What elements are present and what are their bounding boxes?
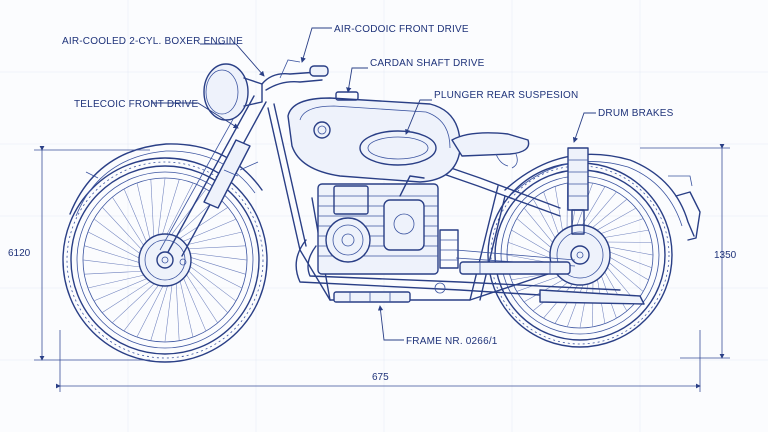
wheel-spoke	[605, 250, 652, 269]
footrest	[333, 282, 446, 303]
wheel-spoke	[87, 231, 144, 261]
wheel-spoke	[178, 276, 194, 338]
wheel-spoke	[605, 254, 649, 281]
handlebar	[261, 59, 329, 91]
dimension-left	[34, 146, 150, 361]
wheel-spoke	[185, 267, 228, 313]
wheel-spoke	[150, 281, 170, 341]
wheel-spoke	[516, 218, 555, 251]
label-front-drive: AIR-CODOIC FRONT DRIVE	[334, 24, 469, 35]
wheel-spoke	[186, 259, 243, 289]
wheel-spoke	[596, 218, 644, 236]
wheel-spoke	[181, 274, 207, 332]
label-frame: FRAME NR. 0266/1	[406, 336, 498, 347]
saddle	[451, 132, 530, 169]
label-telescopic: TELECOIC FRONT DRIVE	[74, 99, 199, 110]
wheel-spoke	[93, 218, 144, 257]
wheel-spoke	[112, 196, 147, 250]
wheel-spoke	[186, 255, 246, 275]
cardan-shaft	[459, 261, 571, 275]
wheel-spoke	[516, 274, 564, 292]
wheel-spoke	[150, 179, 155, 241]
wheel-spoke	[136, 182, 152, 244]
wheel-spoke	[511, 229, 555, 256]
headlight	[203, 63, 263, 121]
wheel-spoke	[584, 191, 617, 230]
wheel-spoke	[184, 245, 246, 250]
wheel-spoke	[181, 231, 243, 247]
label-engine: AIR-COOLED 2-CYL. BOXER ENGINE	[62, 36, 243, 47]
wheel-spoke	[84, 270, 146, 275]
wheel-spoke	[599, 229, 649, 239]
wheel-spoke	[588, 198, 628, 231]
dimension-bottom	[56, 330, 701, 392]
wheel-spoke	[543, 191, 561, 239]
wheel-spoke	[592, 207, 637, 233]
leader-lines	[152, 27, 596, 341]
plunger-suspension	[567, 147, 589, 235]
exhaust-pipe	[295, 239, 645, 305]
wheel-spoke	[508, 241, 555, 260]
wheel-spoke	[579, 279, 590, 329]
telescopic-fork	[159, 95, 267, 257]
wheel-spoke	[175, 207, 229, 242]
wheel-spoke	[186, 263, 237, 302]
label-cardan: CARDAN SHAFT DRIVE	[370, 58, 485, 69]
boxer-engine	[317, 175, 459, 275]
wheel-spoke	[123, 188, 149, 246]
wheel-spoke	[102, 207, 145, 253]
wheel-spoke	[179, 218, 237, 244]
rear-fender	[504, 153, 695, 237]
fuel-tank	[287, 91, 461, 183]
wheel-spoke	[101, 278, 155, 313]
wheel-spoke	[523, 207, 556, 247]
wheel-spoke	[123, 281, 162, 332]
wheel-spoke	[160, 179, 180, 239]
wheel-spoke	[175, 279, 180, 341]
wheel-spoke	[554, 186, 564, 236]
wheel-spoke	[112, 280, 158, 323]
label-brakes: DRUM BRAKES	[598, 108, 674, 119]
wheel-spoke	[532, 198, 558, 243]
front-wheel	[62, 157, 268, 363]
wheel-spoke	[604, 245, 654, 256]
wheel-spoke	[87, 273, 149, 289]
wheel-spoke	[93, 276, 151, 302]
wheel-spoke	[183, 270, 218, 324]
dimension-right-value: 1350	[714, 250, 737, 261]
dimension-bottom-value: 675	[372, 372, 389, 383]
wheel-spoke	[605, 259, 644, 292]
dimension-right	[640, 144, 730, 359]
wheel-spoke	[84, 245, 144, 265]
wheel-spoke	[82, 259, 145, 268]
wheel-spoke	[164, 182, 194, 239]
wheel-spoke	[185, 252, 248, 261]
wheel-spoke	[168, 188, 207, 239]
dimension-left-value: 6120	[8, 248, 31, 259]
wheel-spoke	[157, 177, 166, 240]
wheel-spoke	[136, 281, 166, 338]
label-plunger: PLUNGER REAR SUSPESION	[434, 90, 578, 101]
wheel-spoke	[164, 280, 173, 343]
